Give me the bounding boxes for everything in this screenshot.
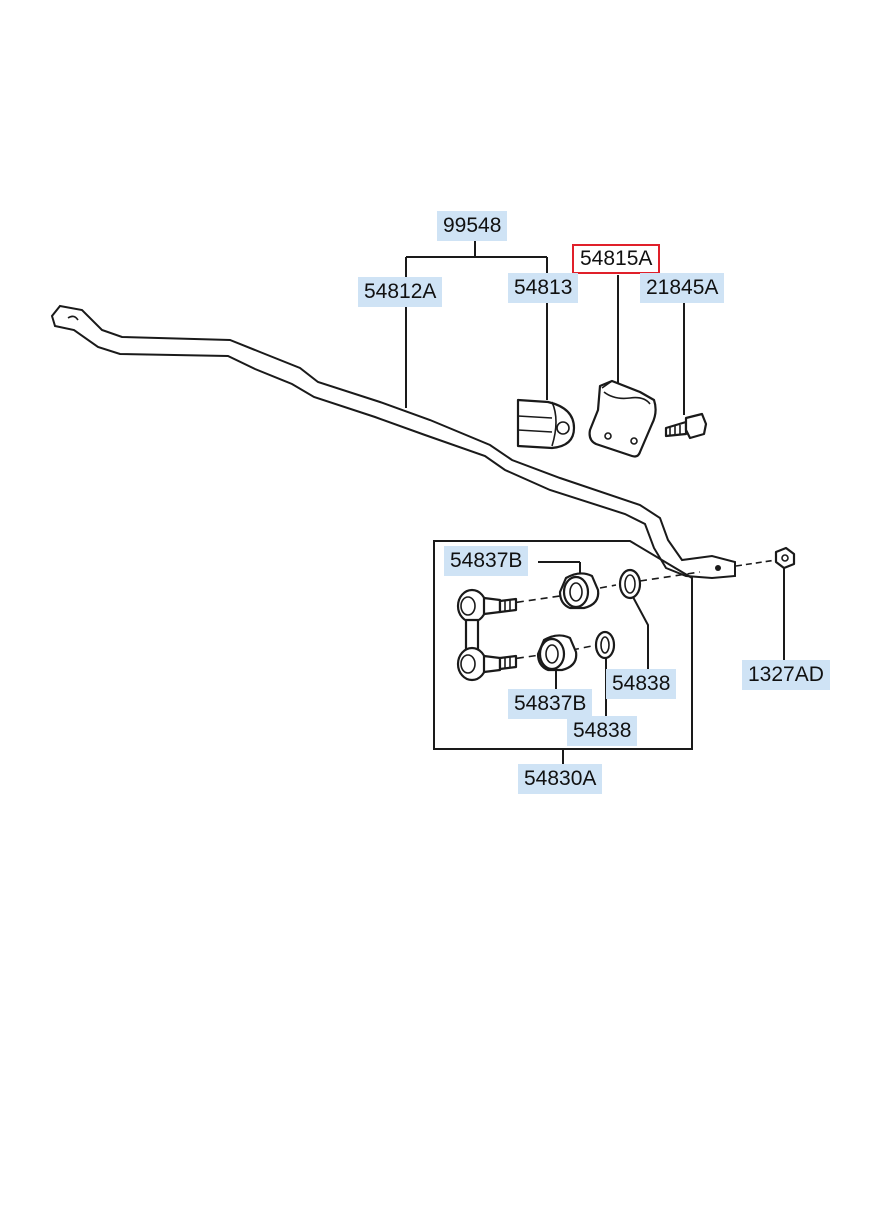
part-label-54812A[interactable]: 54812A [358,277,443,307]
part-label-54813[interactable]: 54813 [508,273,579,303]
assembly-bracket-99548 [405,241,548,408]
part-label-99548[interactable]: 99548 [437,211,508,241]
part-label-54830A[interactable]: 54830A [518,764,603,794]
part-label-54837B-top[interactable]: 54837B [444,546,529,576]
washer-54838-upper [618,568,642,600]
part-label-54837B-bottom[interactable]: 54837B [508,689,593,719]
part-label-21845A[interactable]: 21845A [640,273,725,303]
part-label-54838-bottom[interactable]: 54838 [567,716,638,746]
part-label-54838-right[interactable]: 54838 [606,669,677,699]
bushing-54837B-lower [536,634,578,672]
clamp-54815A [588,379,657,458]
bushing-54837B-upper [558,572,600,610]
stabilizer-link [456,588,518,682]
bolt-21845A [664,412,708,440]
link-kit-box-54830A [433,540,701,750]
nut-1327AD [735,546,796,570]
washer-54838-lower [594,630,616,660]
part-label-1327AD[interactable]: 1327AD [742,660,830,690]
leader-lines [538,275,785,765]
part-label-54815A-selected[interactable]: 54815A [572,244,661,274]
bushing-54813 [516,398,576,450]
stabilizer-bar [50,304,736,580]
